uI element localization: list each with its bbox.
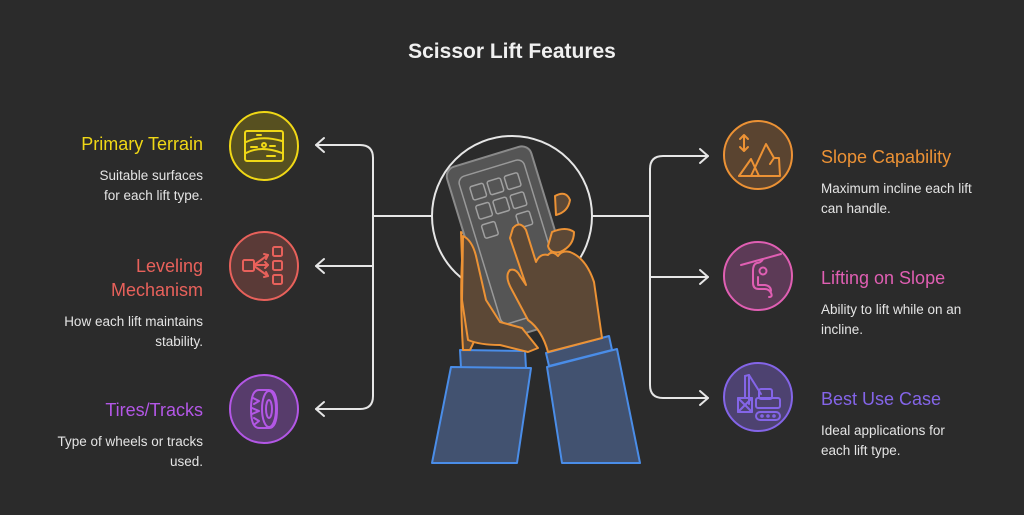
feature-description: Type of wheels or tracks used. bbox=[57, 434, 203, 469]
feature-title: Tires/Tracks bbox=[105, 400, 203, 420]
feature-title: Leveling Mechanism bbox=[110, 256, 203, 300]
right-connector-trunk bbox=[649, 168, 709, 399]
feature-title: Best Use Case bbox=[821, 389, 942, 409]
distribution-flow-icon bbox=[229, 231, 299, 301]
arrow-right-icon bbox=[699, 148, 709, 164]
left-connector-top bbox=[315, 144, 374, 159]
diagram-title: Scissor Lift Features bbox=[408, 40, 616, 63]
terrain-map-icon bbox=[229, 111, 299, 181]
tire-icon bbox=[229, 374, 299, 444]
feature-slope-capability: Slope Capability Maximum incline each li… bbox=[821, 145, 1011, 219]
chairlift-icon bbox=[723, 241, 793, 311]
hands-holding-keypad-remote-icon bbox=[431, 145, 641, 464]
arrow-right-icon bbox=[699, 390, 709, 406]
feature-best-use-case: Best Use Case Ideal applications for eac… bbox=[821, 387, 1011, 461]
arrow-left-icon bbox=[315, 401, 325, 417]
feature-lifting-on-slope: Lifting on Slope Ability to lift while o… bbox=[821, 266, 1011, 340]
feature-title: Primary Terrain bbox=[81, 134, 203, 154]
right-connector-top bbox=[649, 155, 709, 170]
feature-primary-terrain: Primary Terrain Suitable surfaces for ea… bbox=[3, 132, 203, 206]
feature-description: Ability to lift while on an incline. bbox=[821, 302, 962, 337]
feature-leveling-mechanism: Leveling Mechanism How each lift maintai… bbox=[3, 254, 203, 352]
crane-excavator-icon bbox=[723, 362, 793, 432]
feature-description: Suitable surfaces for each lift type. bbox=[99, 168, 203, 203]
feature-tires-tracks: Tires/Tracks Type of wheels or tracks us… bbox=[3, 398, 203, 472]
feature-title: Slope Capability bbox=[821, 147, 952, 167]
feature-description: Maximum incline each lift can handle. bbox=[821, 181, 972, 216]
feature-description: How each lift maintains stability. bbox=[64, 314, 203, 349]
arrow-right-icon bbox=[699, 269, 709, 285]
arrow-left-icon bbox=[315, 137, 325, 153]
arrow-left-icon bbox=[315, 258, 325, 274]
left-connector-trunk bbox=[315, 157, 374, 410]
feature-description: Ideal applications for each lift type. bbox=[821, 423, 945, 458]
feature-title: Lifting on Slope bbox=[821, 268, 946, 288]
mountain-slope-icon bbox=[723, 120, 793, 190]
